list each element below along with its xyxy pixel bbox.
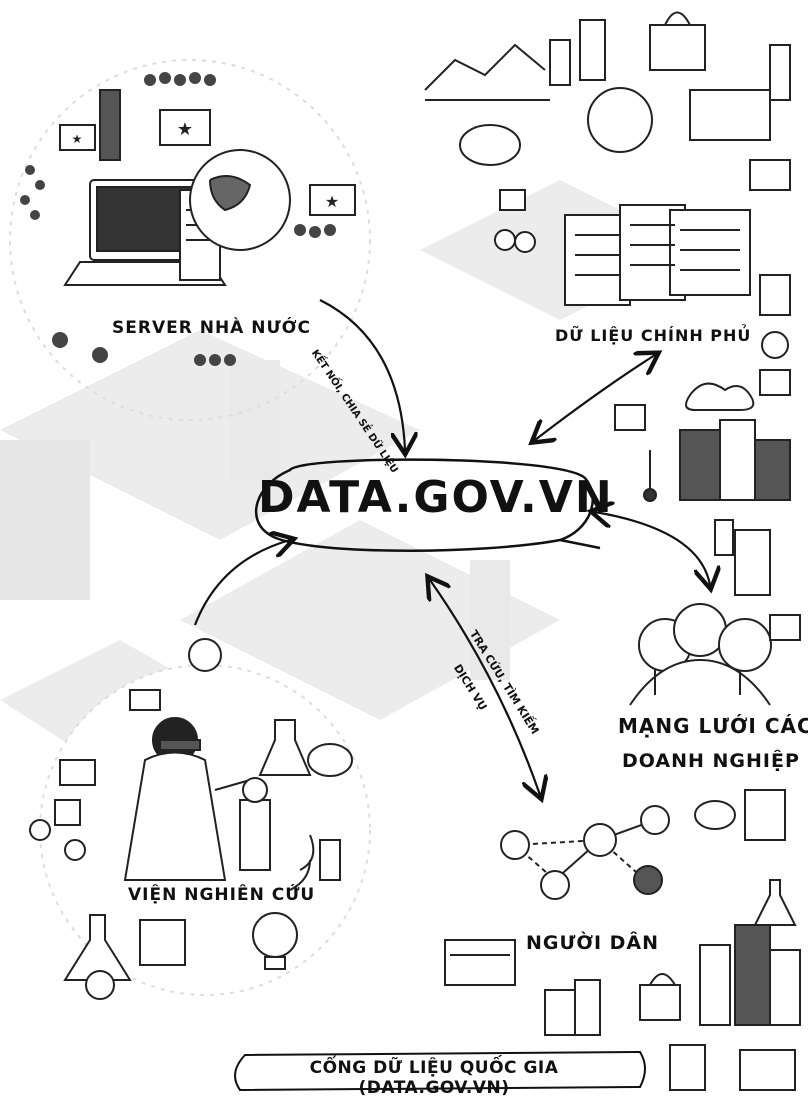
node-label-business-line1: MẠNG LƯỚI CÁC	[618, 714, 808, 738]
footer-caption: CỔNG DỮ LIỆU QUỐC GIA (DATA.GOV.VN)	[309, 1058, 559, 1098]
node-label-business-line2: DOANH NGHIỆP	[622, 750, 800, 772]
arrow-hub-citizens	[430, 580, 540, 795]
svg-text:★: ★	[177, 119, 193, 140]
government-data-cluster	[424, 11, 791, 359]
arrow-business-hub	[595, 512, 710, 585]
svg-text:★: ★	[72, 132, 83, 146]
node-label-citizens: NGƯỜI DÂN	[526, 932, 660, 954]
connector-arrows	[193, 299, 710, 795]
node-label-research: VIỆN NGHIÊN CỨU	[128, 885, 316, 905]
arrow-server-to-hub	[319, 299, 405, 450]
node-label-server: SERVER NHÀ NƯỚC	[112, 318, 312, 338]
crowd-icons	[20, 72, 336, 366]
server-cluster: ★ ★ ★	[9, 59, 371, 421]
research-cluster	[29, 638, 371, 1000]
arrow-govdata-hub	[535, 355, 655, 440]
hub-label: DATA.GOV.VN	[258, 472, 614, 523]
citizens-network	[444, 805, 670, 1036]
bottom-right-cluster	[639, 789, 801, 1091]
arrow-research-to-hub	[193, 540, 290, 626]
node-label-gov-data: DỮ LIỆU CHÍNH PHỦ	[555, 326, 752, 345]
footer-frame	[234, 1050, 646, 1092]
svg-text:★: ★	[325, 192, 339, 211]
business-network-cluster	[614, 369, 801, 706]
